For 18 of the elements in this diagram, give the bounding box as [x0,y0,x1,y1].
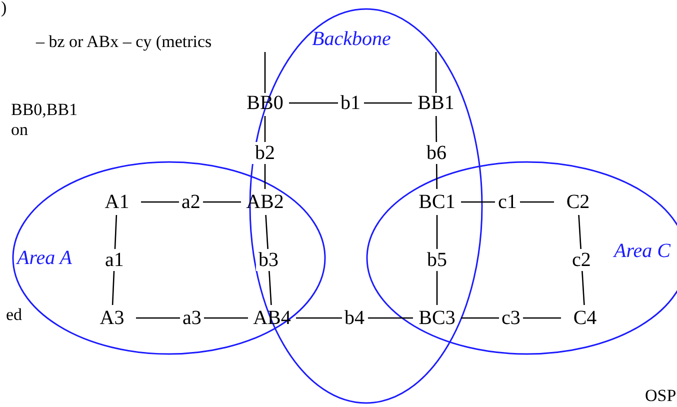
router-name: BC1 [414,190,460,214]
router-name: C4 [562,306,608,330]
link-line [264,52,266,93]
note-text: – bz or ABx – cy (metrics [36,32,212,52]
note-text: BB0,BB1 [11,100,78,120]
router-name: A3 [89,306,135,330]
area-title: Backbone [312,28,391,51]
router-name: C2 [555,190,601,214]
router-name: BB1 [413,91,459,115]
note-text: ed [6,305,22,325]
router-name: BC3 [414,306,460,330]
note-text: on [11,120,28,140]
area-title: Area A [17,247,72,270]
area-title: Area C [614,240,670,263]
router-name: A1 [94,190,140,214]
link-line [435,52,437,93]
note-text: ) [1,0,7,18]
note-text: OSP [645,386,676,406]
